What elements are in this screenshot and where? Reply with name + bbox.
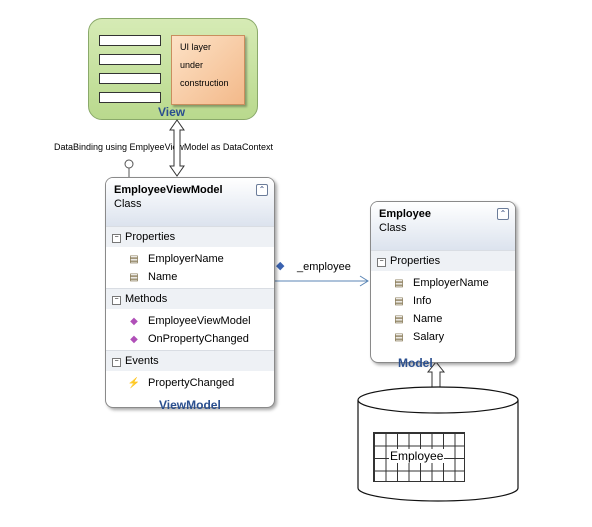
- binding-caption: DataBinding using EmplyeeViewModel as Da…: [54, 142, 273, 152]
- class-name: EmployeeViewModel: [114, 184, 223, 196]
- member-method: ◆ OnPropertyChanged: [106, 330, 274, 348]
- collapse-minus-icon[interactable]: −: [112, 234, 121, 243]
- class-name: Employee: [379, 208, 431, 220]
- collapse-minus-icon[interactable]: −: [112, 358, 121, 367]
- property-icon: ▤: [394, 278, 404, 289]
- member-label: EmployerName: [413, 277, 489, 289]
- viewmodel-layer-label: ViewModel: [159, 398, 221, 412]
- method-icon: ◆: [130, 316, 138, 327]
- property-icon: ▤: [394, 296, 404, 307]
- property-icon: ▤: [129, 254, 139, 265]
- member-label: EmployerName: [148, 253, 224, 265]
- method-icon: ◆: [130, 334, 138, 345]
- member-label: Name: [413, 313, 443, 325]
- association-label: _employee: [297, 261, 351, 273]
- note-line: under: [180, 60, 204, 70]
- section-label: Events: [125, 355, 159, 367]
- view-placeholder-field: [99, 54, 161, 65]
- member-label: Salary: [413, 331, 445, 343]
- collapse-chevron-icon[interactable]: ⌃: [256, 184, 268, 196]
- member-property: ▤ EmployerName: [106, 250, 274, 268]
- class-header: EmployeeViewModel Class ⌃: [106, 178, 274, 226]
- section-label: Properties: [390, 255, 441, 267]
- class-kind: Class: [114, 198, 142, 210]
- member-property: ▤ Salary: [371, 328, 515, 346]
- view-construction-note: UI layer under construction: [171, 35, 245, 105]
- member-label: Name: [148, 271, 178, 283]
- member-method: ◆ EmployeeViewModel: [106, 312, 274, 330]
- member-property: ▤ Name: [371, 310, 515, 328]
- property-icon: ▤: [394, 332, 404, 343]
- class-kind: Class: [379, 222, 407, 234]
- note-line: UI layer: [180, 42, 212, 52]
- class-header: Employee Class ⌃: [371, 202, 515, 250]
- member-property: ▤ Info: [371, 292, 515, 310]
- member-label: PropertyChanged: [148, 377, 235, 389]
- section-events[interactable]: −Events: [106, 350, 274, 371]
- interface-lollipop-icon: [124, 159, 134, 178]
- association-arrow: [274, 275, 369, 287]
- view-placeholder-field: [99, 35, 161, 46]
- database-table-label: Employee: [389, 449, 445, 463]
- member-label: Info: [413, 295, 432, 307]
- member-property: ▤ EmployerName: [371, 274, 515, 292]
- property-icon: ▤: [129, 272, 139, 283]
- binding-double-arrow: [169, 119, 185, 177]
- member-event: ⚡ PropertyChanged: [106, 374, 274, 392]
- collapse-minus-icon[interactable]: −: [377, 258, 386, 267]
- member-property: ▤ Name: [106, 268, 274, 286]
- view-layer-label: View: [158, 105, 186, 119]
- event-icon: ⚡: [127, 378, 141, 389]
- view-placeholder-field: [99, 73, 161, 84]
- collapse-minus-icon[interactable]: −: [112, 296, 121, 305]
- section-methods[interactable]: −Methods: [106, 288, 274, 309]
- section-label: Methods: [125, 293, 168, 305]
- association-icon: ◆: [276, 260, 285, 272]
- section-properties[interactable]: −Properties: [371, 250, 515, 271]
- class-box-employee[interactable]: Employee Class ⌃ −Properties ▤ EmployerNa…: [370, 201, 516, 363]
- class-box-employee-viewmodel[interactable]: EmployeeViewModel Class ⌃ −Properties ▤E…: [105, 177, 275, 408]
- member-label: OnPropertyChanged: [148, 333, 249, 345]
- member-label: EmployeeViewModel: [148, 315, 251, 327]
- property-icon: ▤: [394, 314, 404, 325]
- view-layer-box: UI layer under construction: [88, 18, 258, 120]
- note-line: construction: [180, 78, 229, 88]
- view-placeholder-field: [99, 92, 161, 103]
- model-layer-label: Model: [398, 356, 433, 370]
- section-label: Properties: [125, 231, 176, 243]
- section-properties[interactable]: −Properties: [106, 226, 274, 247]
- collapse-chevron-icon[interactable]: ⌃: [497, 208, 509, 220]
